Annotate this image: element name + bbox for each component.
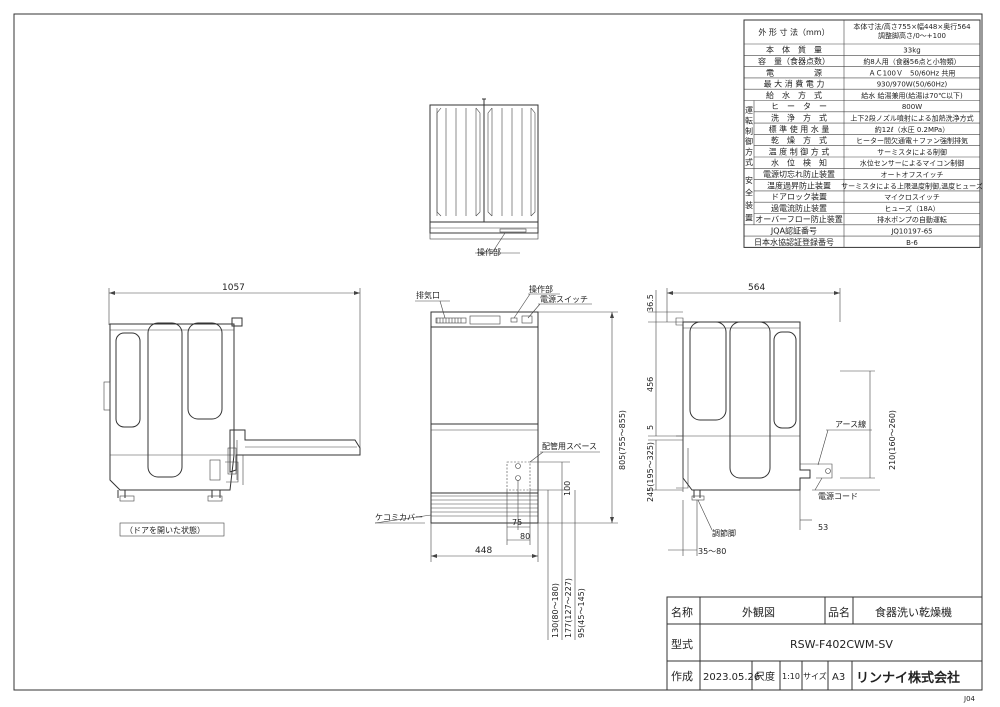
right-53-dim: 53 xyxy=(818,523,828,532)
safety-group-label: 置 xyxy=(745,214,753,223)
operation-group-label: 転 xyxy=(745,116,753,125)
spec-row-label: 乾 燥 方 式 xyxy=(771,135,827,145)
spec-row-value: B-6 xyxy=(906,239,918,247)
pipe-width-dim-1: 75 xyxy=(512,518,522,527)
spec-row-value: 約12ℓ（水圧 0.2MPa） xyxy=(875,125,949,134)
spec-row-label: 標 準 使 用 水 量 xyxy=(769,124,830,134)
spec-row-label: 最 大 消 費 電 力 xyxy=(764,79,825,89)
pipe-height-dim: 100 xyxy=(563,481,572,496)
right-245-dim: 245(195〜325) xyxy=(646,442,655,502)
spec-row-value: 調整脚高さ/0〜+100 xyxy=(878,31,946,40)
spec-row-label: JQA認証番号 xyxy=(770,225,817,235)
side-width-dim: 1057 xyxy=(222,283,245,293)
size-label: サイズ xyxy=(803,671,827,681)
front-width-dim: 448 xyxy=(475,546,492,556)
spec-row-value: 水位センサーによるマイコン制御 xyxy=(860,159,965,168)
safety-group-label: 安 xyxy=(745,175,753,185)
operation-group-label: 御 xyxy=(745,136,753,146)
spec-row-label: 給 水 方 式 xyxy=(766,90,822,100)
spec-row-value: ヒューズ（18A） xyxy=(884,204,939,213)
title-block: 名称 外観図 品名 食器洗い乾燥機 型式 RSW-F402CWM-SV 作成 2… xyxy=(666,596,983,703)
spec-row-label: 外 形 寸 法（mm） xyxy=(758,27,829,37)
power-cord-label: 電源コード xyxy=(818,492,858,501)
right-width-dim: 564 xyxy=(748,283,765,293)
pipe-vert-dim-2: 177(127〜227) xyxy=(564,578,573,638)
scale-label: 尺度 xyxy=(755,670,775,683)
spec-row-value: 上下2段ノズル噴射による加熱洗浄方式 xyxy=(850,113,973,122)
spec-row-value: 800W xyxy=(902,103,922,111)
spec-row-label: 温度過昇防止装置 xyxy=(767,180,831,190)
spec-row-value: ヒーター間欠通電＋ファン強制排気 xyxy=(856,136,968,145)
spec-row-value: マイクロスイッチ xyxy=(884,194,940,202)
spec-row-label: 洗 浄 方 式 xyxy=(771,112,827,122)
company-name: リンナイ株式会社 xyxy=(856,670,960,686)
right-5-dim: 5 xyxy=(646,425,655,430)
spec-row-value: 本体寸法/高さ755×幅448×奥行564 xyxy=(853,22,971,31)
pipe-vert-dim-1: 130(80〜180) xyxy=(551,583,560,638)
top-view: 操作部 xyxy=(429,98,539,257)
product-value: 食器洗い乾燥機 xyxy=(875,605,952,619)
name-label: 名称 xyxy=(671,605,693,619)
product-label: 品名 xyxy=(828,605,850,619)
right-top-dim: 36.5 xyxy=(646,294,655,312)
spec-row-value: サーミスタによる上限温度制御,温度ヒューズ xyxy=(841,181,983,190)
adjust-foot-label: 調節脚 xyxy=(712,528,736,538)
front-height-dim: 805(755〜855) xyxy=(618,410,627,470)
pipe-width-dim-2: 80 xyxy=(520,532,530,541)
model-value: RSW-F402CWM-SV xyxy=(790,638,893,651)
spec-table: 外 形 寸 法（mm） 本体寸法/高さ755×幅448×奥行564調整脚高さ/0〜… xyxy=(743,19,983,248)
operation-group-label: 制 xyxy=(745,126,753,136)
right-side-view: 564 36.5 456 5 245(195〜325) 210(160〜260) xyxy=(646,283,897,556)
created-value: 2023.05.26 xyxy=(703,672,760,683)
spec-row-label: 本 体 質 量 xyxy=(766,45,822,55)
door-open-label: （ドアを開いた状態） xyxy=(125,525,205,535)
front-control-label: 操作部 xyxy=(529,284,553,294)
name-value: 外観図 xyxy=(742,605,775,619)
spec-row-label: ドアロック装置 xyxy=(771,192,827,202)
spec-row-value: JQ10197-65 xyxy=(890,227,932,235)
safety-group-label: 装 xyxy=(745,200,753,210)
operation-group-label: 運 xyxy=(745,106,753,115)
created-label: 作成 xyxy=(671,670,693,683)
spec-row-label: 容 量（食器点数） xyxy=(758,56,830,66)
spec-row-label: 温 度 制 御 方 式 xyxy=(769,146,830,156)
spec-row-value: ＡＣ100Ｖ 50/60Hz 共用 xyxy=(869,68,956,77)
spec-row-label: 過電流防止装置 xyxy=(771,203,827,213)
spec-row-label: 電 源 xyxy=(766,68,822,77)
spec-row-value: サーミスタによる制御 xyxy=(877,147,947,156)
right-35-80-dim: 35〜80 xyxy=(698,547,726,556)
spec-row-value: 約8人用（食器56点と小物類） xyxy=(863,57,960,66)
spec-row-label: 電源切忘れ防止装置 xyxy=(763,169,835,179)
spec-row-value: 33kg xyxy=(903,47,920,55)
right-456-dim: 456 xyxy=(646,377,655,392)
operation-group-label: 方 xyxy=(745,147,753,157)
earth-wire-label: アース線 xyxy=(835,419,866,429)
spec-row-value: 排水ポンプの自動運転 xyxy=(877,215,947,224)
spec-row-value: オートオフスイッチ xyxy=(881,171,944,179)
power-switch-label: 電源スイッチ xyxy=(540,295,588,304)
spec-row-label: 日本水協認証登録番号 xyxy=(754,237,834,247)
spec-row-label: 水 位 検 知 xyxy=(771,158,827,168)
spec-row-value: 給水 給湯兼用(給湯は70℃以下) xyxy=(861,91,963,100)
top-control-label: 操作部 xyxy=(477,247,501,257)
scale-value: 1:10 xyxy=(782,672,800,681)
spec-row-label: オーバーフロー防止装置 xyxy=(755,214,842,224)
safety-group-label: 全 xyxy=(745,187,753,197)
spec-row-label: ヒ ー タ ー xyxy=(771,102,827,111)
spec-row-value: 930/970W(50/60Hz) xyxy=(877,81,948,89)
operation-group-label: 式 xyxy=(745,157,753,167)
exhaust-label: 排気口 xyxy=(416,290,440,300)
right-210-dim: 210(160〜260) xyxy=(888,410,897,470)
pipe-vert-dim-3: 95(45〜145) xyxy=(577,588,586,638)
front-view: 排気口 操作部 電源スイッチ 805(755〜855) 配管用スペース 100 … xyxy=(374,284,627,640)
pipe-space-label: 配管用スペース xyxy=(542,441,597,451)
side-view-door-open: 1057 （ドアを開いた状態） xyxy=(103,283,361,537)
size-value: A3 xyxy=(832,672,845,683)
kick-cover-label: ケコミカバー xyxy=(375,513,423,522)
model-label: 型式 xyxy=(671,637,693,651)
drawing-frame xyxy=(13,13,983,691)
page-code: J04 xyxy=(963,695,976,703)
